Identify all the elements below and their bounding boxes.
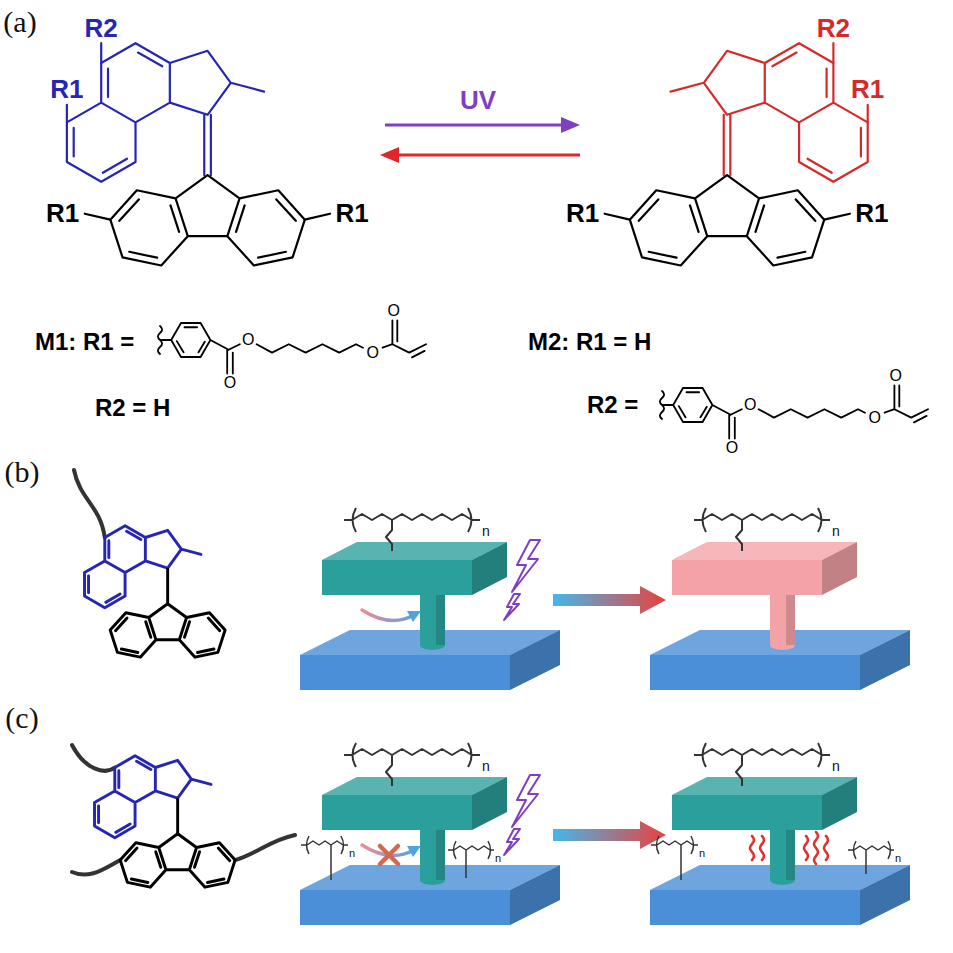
rotor-model — [650, 743, 910, 925]
repeat-unit-subscript: n — [349, 848, 355, 859]
formula-label: R2 = — [587, 393, 638, 417]
repeat-unit-subscript: n — [832, 524, 840, 538]
substituent-label: R1 — [566, 200, 599, 226]
process-arrow — [553, 586, 666, 614]
side-polymer — [848, 841, 894, 874]
rotor-model — [300, 508, 560, 690]
substituent-label: R1 — [851, 76, 884, 102]
molecule-sketch — [85, 526, 226, 657]
atom-label: O — [224, 375, 236, 391]
formula-label: M1: R1 = — [35, 330, 134, 354]
side-polymer — [651, 836, 698, 880]
panel-label: (c) — [5, 703, 38, 733]
repeat-unit-subscript: n — [495, 853, 501, 864]
repeat-unit-subscript: n — [895, 853, 901, 864]
atom-label: O — [744, 397, 756, 413]
substituent-label: R1 — [50, 76, 83, 102]
atom-label: O — [367, 345, 379, 361]
repeat-unit-subscript: n — [832, 759, 840, 773]
switch-arrows — [380, 117, 580, 163]
blocked-rotation — [362, 845, 421, 864]
atom-label: O — [869, 410, 881, 426]
ester-substituent — [660, 385, 928, 438]
molecule-p-state — [605, 43, 868, 265]
substituent-label: R1 — [855, 200, 888, 226]
formula-label: R2 = H — [95, 396, 170, 420]
side-polymer — [448, 841, 494, 878]
panel-label: (a) — [3, 7, 36, 37]
rotor-model — [300, 743, 666, 925]
repeat-unit-subscript: n — [482, 759, 490, 773]
polymer-tail — [74, 470, 105, 538]
atom-label: O — [890, 368, 902, 384]
substituent-label: R1 — [46, 200, 79, 226]
substituent-label: R2 — [85, 15, 118, 41]
molecule-m-state — [67, 43, 330, 265]
rotor-model — [650, 508, 910, 690]
atom-label: O — [726, 440, 738, 456]
repeat-unit-subscript: n — [482, 524, 490, 538]
ester-substituent — [158, 320, 426, 373]
substituent-label: R2 — [817, 15, 850, 41]
side-polymer — [301, 836, 348, 880]
formula-label: M2: R1 = H — [528, 330, 651, 354]
uv-bolt — [504, 540, 540, 620]
atom-label: O — [388, 303, 400, 319]
atom-label: O — [242, 332, 254, 348]
repeat-unit-subscript: n — [699, 848, 705, 859]
heat-lines — [750, 832, 828, 864]
panel-label: (b) — [5, 457, 40, 487]
substituent-label: R1 — [335, 200, 368, 226]
rotation-arrow — [362, 610, 421, 622]
uv-label: UV — [460, 87, 496, 113]
polymer-tail — [72, 745, 115, 771]
molecule-sketch — [95, 756, 236, 887]
